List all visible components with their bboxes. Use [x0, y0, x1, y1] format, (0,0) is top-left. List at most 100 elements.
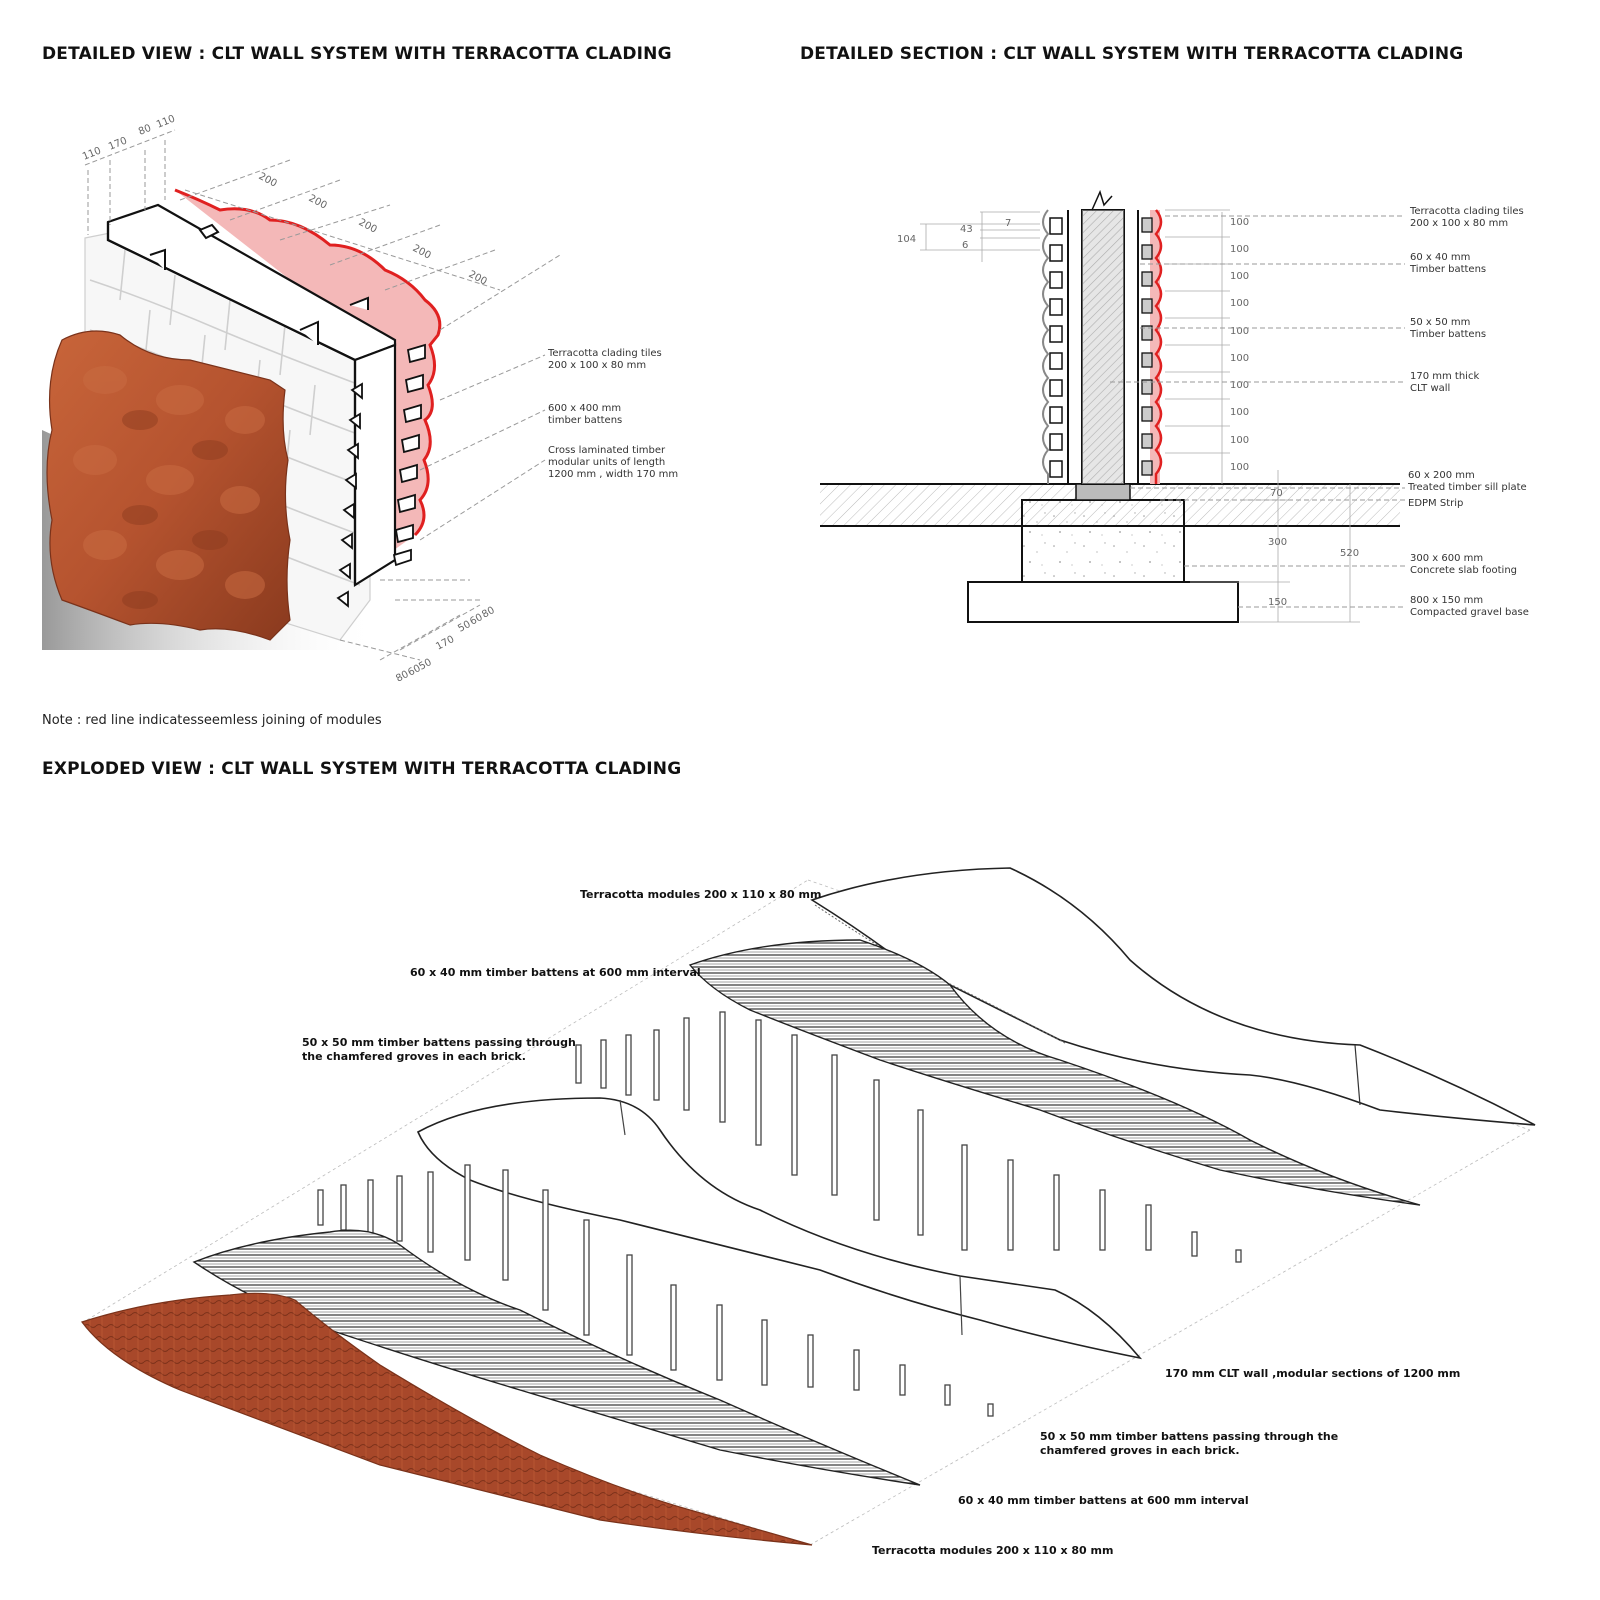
exp-label-bottom-terracotta: Terracotta modules 200 x 110 x 80 mm	[872, 1544, 1113, 1557]
sec-label-3a: 170 mm thick	[1410, 371, 1479, 382]
exp-label-bottom-battens-50-b: chamfered groves in each brick.	[1040, 1444, 1240, 1457]
concrete-footing	[1021, 499, 1185, 583]
dim-bottom-2: 50	[417, 657, 433, 673]
row-dim-1: 100	[1230, 244, 1249, 255]
top-terracotta-shell	[810, 867, 1536, 1126]
base-dim-150: 150	[1268, 597, 1287, 608]
dim-top-2: 80	[137, 123, 153, 138]
top-shell-joint	[1354, 1044, 1361, 1106]
seam-red-line	[174, 188, 442, 537]
row-dim-8: 100	[1230, 435, 1249, 446]
right-tile-clips	[1141, 217, 1153, 476]
row-dim-6: 100	[1230, 380, 1249, 391]
right-seam-fill	[1150, 210, 1160, 484]
sec-label-0b: 200 x 100 x 80 mm	[1410, 218, 1508, 229]
exp-label-top-battens-60: 60 x 40 mm timber battens at 600 mm inte…	[410, 966, 701, 979]
label-clt-1: Cross laminated timber	[548, 445, 666, 456]
label-battens-2: timber battens	[548, 415, 622, 426]
sec-label-6b: Concrete slab footing	[1410, 565, 1517, 576]
clt-wall-tint	[1082, 210, 1124, 484]
label-leaders	[419, 354, 546, 541]
sec-label-3b: CLT wall	[1410, 383, 1450, 394]
sec-label-6a: 300 x 600 mm	[1410, 553, 1483, 564]
detailed-view-drawing: 110 170 80 110 200 200 200 200 200 80 60…	[42, 113, 678, 685]
exp-label-top-battens-50-b: the chamfered groves in each brick.	[302, 1050, 526, 1063]
dim-7: 7	[1005, 218, 1011, 229]
clt-side-face	[353, 343, 397, 587]
sec-label-1a: 60 x 40 mm	[1410, 252, 1470, 263]
label-clt-2: modular units of length	[548, 457, 665, 468]
row-dim-4: 100	[1230, 326, 1249, 337]
base-dim-300: 300	[1268, 537, 1287, 548]
terracotta-hollows	[122, 410, 228, 609]
sec-label-0a: Terracotta clading tiles	[1409, 206, 1524, 217]
detailed-view-heading: DETAILED VIEW : CLT WALL SYSTEM WITH TER…	[42, 44, 672, 64]
dim-43: 43	[960, 224, 973, 235]
detailed-section-drawing: 104 43 6 7 100 100 100 100 100 100 100 1…	[820, 189, 1529, 623]
left-tile-profile	[1042, 209, 1050, 484]
bottom-batten-surface	[192, 1229, 921, 1486]
sec-label-1b: Timber battens	[1409, 264, 1486, 275]
row-dim-9: 100	[1230, 462, 1249, 473]
top-batten-surface	[688, 939, 1421, 1206]
row-dim-7: 100	[1230, 407, 1249, 418]
row-dim-3: 100	[1230, 298, 1249, 309]
side-clips	[336, 343, 426, 608]
dim-top-1: 170	[107, 135, 129, 152]
clt-joint-line	[959, 1275, 963, 1336]
base-dim-520: 520	[1340, 548, 1359, 559]
dim-bottom-5: 60	[468, 612, 484, 628]
clt-joint-line-2	[619, 1099, 626, 1136]
exp-label-clt: 170 mm CLT wall ,modular sections of 120…	[1165, 1367, 1460, 1380]
dim-bottom-4: 50	[456, 619, 472, 635]
exp-label-bottom-battens-50-a: 50 x 50 mm timber battens passing throug…	[1040, 1430, 1338, 1443]
label-terracotta-1: Terracotta clading tiles	[547, 348, 662, 359]
dim-top-3: 110	[155, 113, 177, 130]
row-dim-2: 100	[1230, 271, 1249, 282]
sill-plate	[1075, 483, 1131, 501]
base-dim-70: 70	[1270, 488, 1283, 499]
sec-label-4b: Treated timber sill plate	[1407, 482, 1527, 493]
clt-wall-section	[1081, 209, 1125, 485]
dim-spacing-4: 200	[467, 269, 489, 288]
clt-front-edge	[106, 222, 357, 585]
bottom-terracotta-surface	[81, 1292, 813, 1546]
sec-label-7b: Compacted gravel base	[1410, 607, 1529, 618]
bottom-dimension-lines	[339, 579, 481, 661]
left-tile-clips	[1049, 217, 1063, 478]
note-text: Note : red line indicatesseemless joinin…	[42, 713, 382, 728]
left-dim-lines	[920, 211, 1040, 262]
row-dim-5: 100	[1230, 353, 1249, 364]
exploded-view-drawing: Terracotta modules 200 x 110 x 80 mm 60 …	[81, 867, 1536, 1557]
dim-bottom-0: 80	[394, 669, 410, 685]
exp-label-top-terracotta: Terracotta modules 200 x 110 x 80 mm	[580, 888, 821, 901]
dim-spacing-1: 200	[307, 193, 329, 212]
exp-label-top-battens-50-a: 50 x 50 mm timber battens passing throug…	[302, 1036, 576, 1049]
dim-spacing-3: 200	[411, 243, 433, 262]
dim-spacing-2: 200	[357, 217, 379, 236]
detailed-section-heading: DETAILED SECTION : CLT WALL SYSTEM WITH …	[800, 44, 1464, 64]
dim-spacing-0: 200	[257, 171, 279, 190]
sec-label-7a: 800 x 150 mm	[1410, 595, 1483, 606]
dim-6: 6	[962, 240, 968, 251]
exploded-view-heading: EXPLODED VIEW : CLT WALL SYSTEM WITH TER…	[42, 759, 682, 779]
exp-label-bottom-battens-60: 60 x 40 mm timber battens at 600 mm inte…	[958, 1494, 1249, 1507]
clt-wall-shell	[416, 1097, 1143, 1360]
sec-label-2a: 50 x 50 mm	[1410, 317, 1470, 328]
dim-bottom-1: 60	[406, 663, 422, 679]
sec-label-4a: 60 x 200 mm	[1408, 470, 1475, 481]
top-vertical-battens	[575, 1011, 1242, 1263]
dim-bottom-6: 80	[480, 605, 496, 621]
terracotta-bumps	[73, 366, 265, 599]
gravel-base	[967, 581, 1239, 623]
label-battens-1: 600 x 400 mm	[548, 403, 621, 414]
top-battens	[149, 223, 369, 345]
sec-label-5: EDPM Strip	[1408, 498, 1463, 509]
row-dim-0: 100	[1230, 217, 1249, 228]
dim-bottom-3: 170	[434, 634, 456, 653]
dim-top-0: 110	[81, 145, 103, 162]
right-seam-line	[1154, 209, 1163, 484]
break-symbol	[1091, 189, 1113, 211]
sec-label-2b: Timber battens	[1409, 329, 1486, 340]
